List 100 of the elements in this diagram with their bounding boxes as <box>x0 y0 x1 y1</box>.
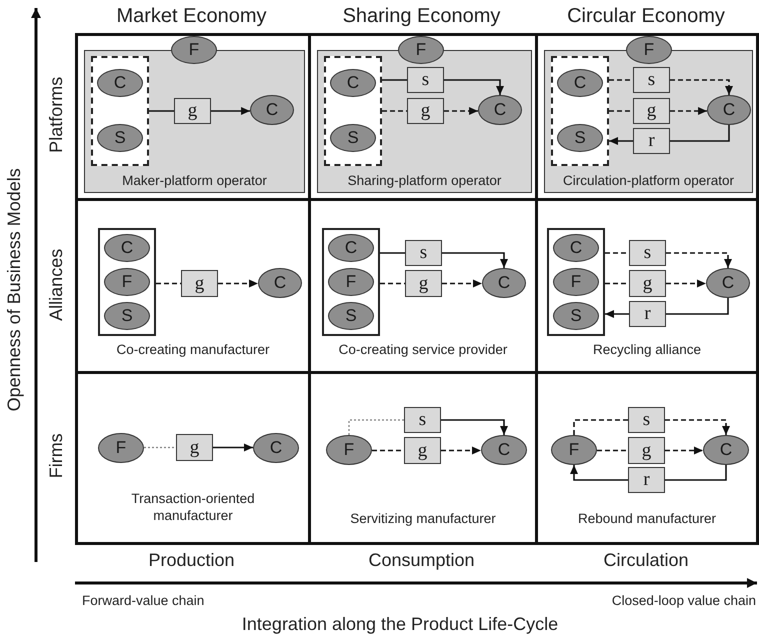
connector-line <box>666 298 729 315</box>
cell-caption: Transaction-oriented manufacturer <box>130 490 256 524</box>
connector-arrow <box>218 280 258 288</box>
connector-line <box>382 79 407 81</box>
connector-arrow <box>666 252 732 268</box>
dashed-group-frame <box>324 56 382 166</box>
row-header: Platforms <box>46 76 68 155</box>
matrix-cell <box>75 371 311 545</box>
actor-ellipse: C <box>557 69 603 97</box>
stage-label: Circulation <box>602 550 690 572</box>
actor-ellipse: S <box>330 124 376 152</box>
connector-line <box>149 110 174 112</box>
column-header: Circular Economy <box>566 4 726 28</box>
connector-arrow <box>441 446 482 454</box>
actor-ellipse: S <box>553 302 599 330</box>
column-header: Market Economy <box>115 4 268 28</box>
connector-line <box>156 282 181 284</box>
actor-ellipse: C <box>703 435 749 465</box>
actor-ellipse: F <box>328 268 374 296</box>
actor-ellipse: F <box>171 36 217 64</box>
cell-caption: Servitizing manufacturer <box>349 510 497 527</box>
stage-label: Consumption <box>367 550 476 572</box>
connector-line <box>348 419 404 435</box>
connector-line <box>605 282 629 284</box>
connector-arrow <box>670 79 733 95</box>
actor-ellipse: C <box>97 69 143 97</box>
cell-caption: Sharing-platform operator <box>346 172 502 189</box>
connector-line <box>596 450 628 452</box>
connector-arrow <box>213 444 254 452</box>
actor-ellipse: C <box>330 69 376 97</box>
actor-ellipse: C <box>707 95 751 125</box>
matrix-cell <box>75 33 311 201</box>
axis-end-label: Forward-value chain <box>82 593 206 610</box>
flow-box: s <box>404 407 441 433</box>
actor-ellipse: C <box>104 234 150 262</box>
actor-ellipse: F <box>104 268 150 296</box>
flow-box: r <box>629 301 666 327</box>
actor-ellipse: C <box>250 95 294 125</box>
cell-caption: Rebound manufacturer <box>576 510 718 527</box>
axis-end-label: Closed-loop value chain <box>610 593 756 610</box>
column-header: Sharing Economy <box>342 4 502 28</box>
connector-line <box>372 450 404 452</box>
connector-arrow <box>444 79 504 95</box>
matrix-cell <box>535 33 759 201</box>
group-frame <box>547 228 605 336</box>
connector-line <box>670 125 730 142</box>
actor-ellipse: C <box>253 433 299 463</box>
actor-ellipse: C <box>553 234 599 262</box>
actor-ellipse: C <box>258 268 302 298</box>
actor-ellipse: F <box>326 435 372 465</box>
flow-box: s <box>629 240 666 266</box>
actor-ellipse: F <box>98 433 144 463</box>
stage-label: Production <box>147 550 236 572</box>
connector-arrow <box>444 107 478 115</box>
cell-caption: Co-creating service provider <box>338 341 508 358</box>
connector-line <box>609 110 633 112</box>
connector-arrow <box>211 107 250 115</box>
flow-box: s <box>405 240 442 266</box>
flow-box: g <box>633 98 670 124</box>
actor-ellipse: S <box>97 124 143 152</box>
flow-box: g <box>405 270 442 297</box>
dashed-group-frame <box>91 56 149 166</box>
connector-line <box>380 252 405 254</box>
connector-arrow <box>670 107 708 115</box>
actor-ellipse: S <box>557 124 603 152</box>
flow-box: g <box>628 437 665 464</box>
matrix-cell <box>535 371 759 545</box>
connector-line <box>605 252 629 254</box>
connector-line <box>380 282 405 284</box>
actor-ellipse: C <box>706 268 750 298</box>
row-header: Alliances <box>46 248 68 323</box>
connector-line <box>382 110 407 112</box>
flow-box: r <box>628 467 665 493</box>
actor-ellipse: C <box>328 234 374 262</box>
cell-caption: Co-creating manufacturer <box>115 341 271 358</box>
actor-ellipse: F <box>553 268 599 296</box>
dashed-group-frame <box>551 56 609 166</box>
group-frame <box>98 228 156 336</box>
flow-box: s <box>628 407 665 433</box>
axis-title: Openness of Business Models <box>4 167 26 414</box>
actor-ellipse: C <box>478 95 522 125</box>
flow-box: g <box>174 98 211 124</box>
connector-line <box>573 419 628 435</box>
connector-arrow <box>442 252 508 268</box>
row-header: Firms <box>46 432 68 480</box>
flow-box: g <box>176 434 213 461</box>
flow-box: s <box>633 67 670 93</box>
actor-ellipse: F <box>626 36 672 64</box>
connector-line <box>665 465 727 481</box>
connector-arrow <box>665 419 730 435</box>
connector-arrow <box>665 446 704 454</box>
actor-ellipse: C <box>481 435 527 465</box>
flow-box: g <box>404 437 441 464</box>
connector-arrow <box>609 137 633 145</box>
connector-arrow <box>666 280 706 288</box>
flow-box: g <box>181 270 218 297</box>
actor-ellipse: C <box>482 268 526 298</box>
connector-line <box>144 446 176 448</box>
actor-ellipse: F <box>398 36 444 64</box>
group-frame <box>322 228 380 336</box>
